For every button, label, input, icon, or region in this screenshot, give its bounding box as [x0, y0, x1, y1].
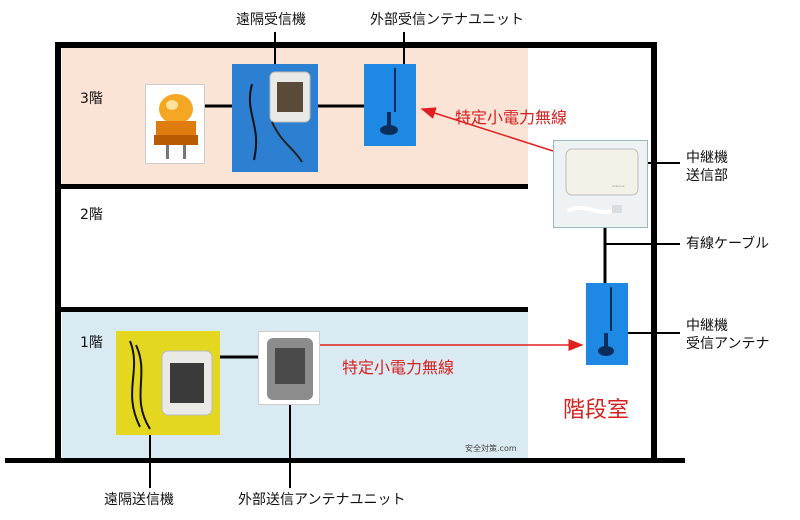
top-antenna-label: 外部受信ンテナユニット	[370, 12, 524, 28]
roof-line	[55, 42, 657, 48]
left-wall	[55, 42, 61, 462]
relay-tx-label-line2: 送信部	[686, 168, 728, 184]
floor-3-2-slab	[55, 184, 528, 189]
relay-rx-label-line2: 受信アンテナ	[686, 336, 770, 352]
bottom-antenna-photo	[258, 331, 320, 405]
right-wall	[651, 42, 657, 462]
relay-antenna-icon	[598, 287, 614, 356]
floor3-label: 3階	[80, 91, 103, 107]
transmit-antenna-unit-icon	[267, 338, 313, 400]
relay-antenna-photo	[586, 283, 628, 365]
relay-tx-device-icon: antenna	[565, 148, 639, 215]
cable-label: 有線ケーブル	[686, 236, 770, 252]
remote-receiver-photo	[232, 64, 318, 172]
stairwell-label: 階段室	[563, 398, 630, 423]
warning-light-photo	[145, 84, 205, 164]
top-receiver-label: 遠隔受信機	[236, 12, 306, 28]
svg-text:antenna: antenna	[612, 184, 625, 188]
floor2-label: 2階	[80, 207, 103, 223]
warning-light-icon	[154, 94, 198, 159]
radio-arrow-upper	[420, 107, 554, 152]
relay-tx-label-line1: 中継機	[686, 150, 728, 166]
radio-lower-label: 特定小電力無線	[342, 358, 455, 377]
watermark-text: 安全対策.com	[465, 444, 517, 453]
radio-upper-label: 特定小電力無線	[455, 108, 568, 127]
floor-2-1-slab	[55, 307, 528, 312]
relay-transmitter-photo: antenna	[553, 140, 648, 228]
bottom-tx-label: 遠隔送信機	[104, 492, 174, 508]
transmitter-device-icon	[129, 340, 213, 430]
watermark-logo: 安全対策.com	[465, 443, 517, 454]
top-antenna-photo	[364, 64, 416, 146]
remote-transmitter-photo	[116, 331, 220, 435]
antenna-icon	[380, 68, 398, 135]
ground-line	[5, 458, 685, 463]
bottom-antenna-label: 外部送信アンテナユニット	[238, 492, 406, 508]
relay-rx-label-line1: 中継機	[686, 318, 728, 334]
floor1-label: 1階	[80, 335, 103, 351]
receiver-device-icon	[248, 71, 311, 163]
